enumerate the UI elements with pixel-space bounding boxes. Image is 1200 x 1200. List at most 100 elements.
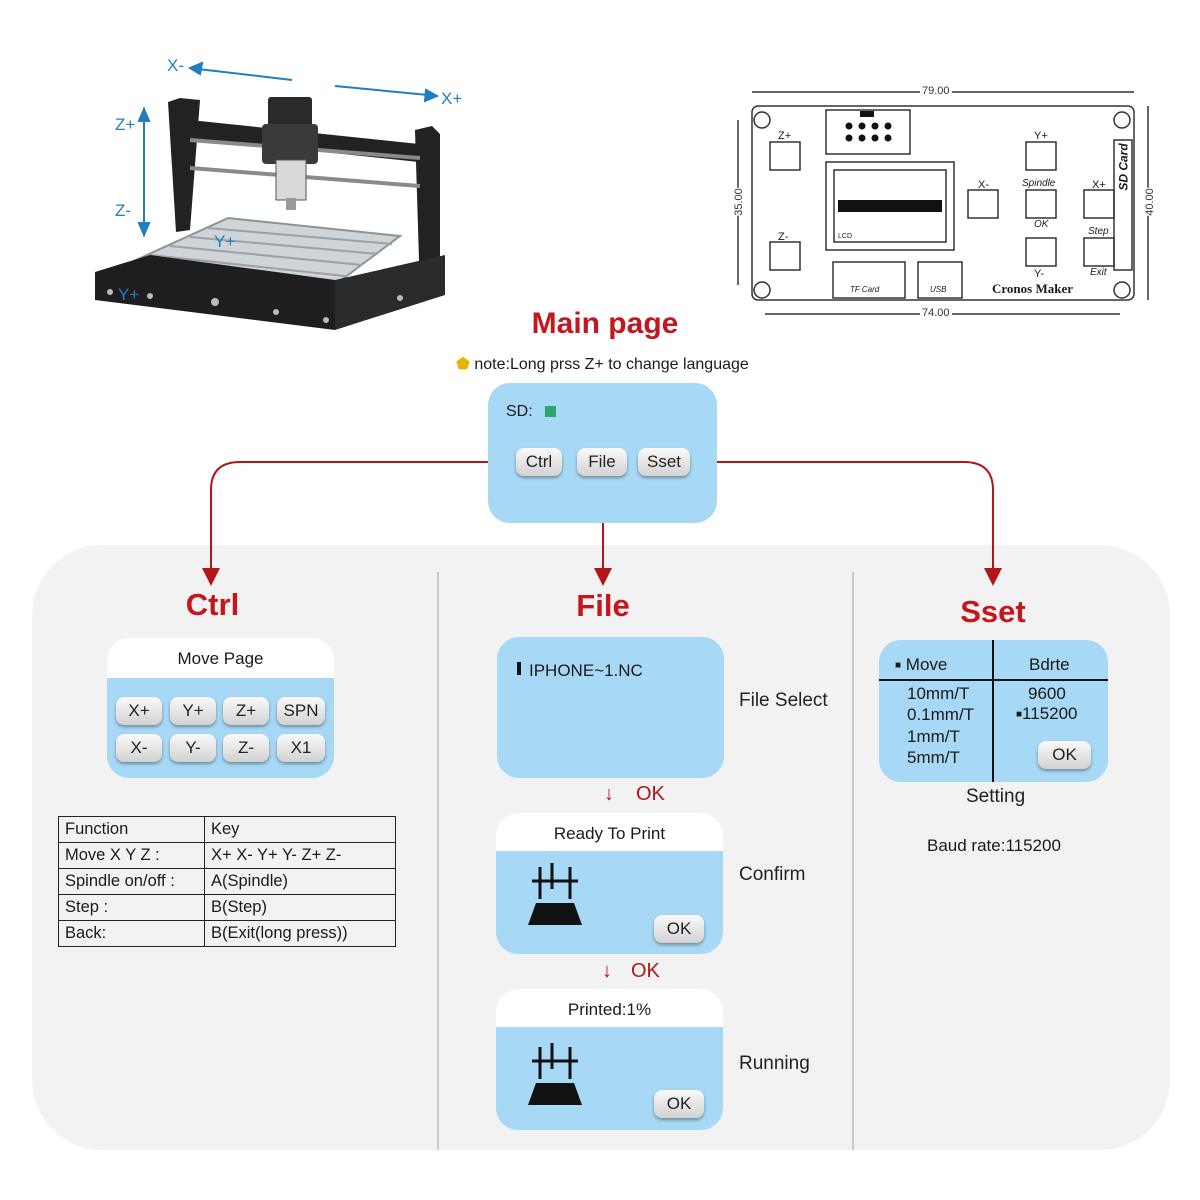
table-row: Spindle on/off : A(Spindle) xyxy=(58,868,396,895)
confirm-lcd: Ready To Print OK xyxy=(496,813,723,954)
language-note: ⬟ note:Long prss Z+ to change language xyxy=(456,354,749,374)
move-option[interactable]: 0.1mm/T xyxy=(907,705,975,724)
board-key-ok: OK xyxy=(1034,219,1049,230)
ok-step-label: OK xyxy=(631,960,660,982)
table-cell: Move X Y Z : xyxy=(58,842,205,869)
board-key-spindle: Spindle xyxy=(1022,178,1056,189)
file-button[interactable]: File xyxy=(577,448,627,476)
board-key-x-minus: X- xyxy=(978,179,989,191)
running-lcd: Printed:1% OK xyxy=(496,989,723,1130)
step-size-button[interactable]: X1 xyxy=(277,734,325,762)
sd-status-indicator xyxy=(545,406,556,417)
axis-label-z-minus: Z- xyxy=(115,201,132,220)
move-option[interactable]: 10mm/T xyxy=(907,684,970,703)
board-key-y-plus: Y+ xyxy=(1034,130,1048,142)
table-row: Move X Y Z : X+ X- Y+ Y- Z+ Z- xyxy=(58,842,396,869)
spindle-button[interactable]: SPN xyxy=(277,697,325,725)
baud-rate-note: Baud rate:115200 xyxy=(927,836,1061,855)
axis-label-z-plus: Z+ xyxy=(115,115,136,134)
table-cell: Step : xyxy=(58,894,205,921)
file-title: File xyxy=(576,588,630,623)
sd-label: SD: xyxy=(506,403,533,420)
selected-marker-icon: ■ xyxy=(895,660,902,671)
running-label: Running xyxy=(739,1053,810,1074)
board-dim-top: 79.00 xyxy=(920,85,952,97)
settings-column-divider xyxy=(992,640,994,782)
running-ok-button[interactable]: OK xyxy=(654,1090,704,1118)
board-usb-label: USB xyxy=(930,285,947,294)
baud-rate-header: Bdrte xyxy=(1029,655,1070,674)
section-divider-left xyxy=(437,572,439,1150)
table-cell: A(Spindle) xyxy=(204,868,396,895)
table-cell: Back: xyxy=(58,920,205,947)
axis-label-x-minus: X- xyxy=(167,56,184,75)
move-y-minus-button[interactable]: Y- xyxy=(170,734,216,762)
control-board-drawing xyxy=(737,91,1149,315)
running-title: Printed:1% xyxy=(496,989,723,1027)
move-x-minus-button[interactable]: X- xyxy=(116,734,162,762)
board-brand-label: Cronos Maker xyxy=(992,281,1074,296)
table-cell: B(Step) xyxy=(204,894,396,921)
board-lcd-label: LCD xyxy=(838,233,853,240)
table-cell: B(Exit(long press)) xyxy=(204,920,396,947)
settings-header-divider xyxy=(879,679,1108,681)
ctrl-button[interactable]: Ctrl xyxy=(516,448,562,476)
move-y-plus-button[interactable]: Y+ xyxy=(170,697,216,725)
axis-label-y-plus-back: Y+ xyxy=(214,232,236,251)
board-key-step: Step xyxy=(1088,226,1109,237)
confirm-label: Confirm xyxy=(739,864,806,885)
baud-option[interactable]: 9600 xyxy=(1028,684,1066,703)
sset-button[interactable]: Sset xyxy=(638,448,690,476)
table-row: Back: B(Exit(long press)) xyxy=(58,920,396,947)
board-key-x-plus: X+ xyxy=(1092,179,1106,191)
ctrl-title: Ctrl xyxy=(185,587,240,622)
setting-label: Setting xyxy=(966,786,1026,807)
table-header-key: Key xyxy=(204,816,396,843)
table-row: Step : B(Step) xyxy=(58,894,396,921)
table-header-function: Function xyxy=(58,816,205,843)
board-key-exit: Exit xyxy=(1090,267,1107,278)
ok-step-label: OK xyxy=(636,783,665,805)
cnc-tool-icon xyxy=(528,1043,582,1105)
star-icon: ⬟ xyxy=(456,356,470,373)
key-function-table: Function Key Move X Y Z : X+ X- Y+ Y- Z+… xyxy=(58,816,396,947)
move-x-plus-button[interactable]: X+ xyxy=(116,697,162,725)
board-key-y-minus: Y- xyxy=(1034,268,1044,280)
move-step-header-text: Move xyxy=(905,655,948,674)
settings-ok-button[interactable]: OK xyxy=(1038,741,1091,769)
axis-label-y-plus-front: Y+ xyxy=(118,285,140,304)
file-cursor-icon xyxy=(517,662,521,675)
settings-lcd: ■ Move Bdrte 10mm/T 0.1mm/T 1mm/T 5mm/T … xyxy=(879,640,1108,782)
confirm-title: Ready To Print xyxy=(496,813,723,851)
move-z-plus-button[interactable]: Z+ xyxy=(223,697,269,725)
section-divider-right xyxy=(852,572,854,1150)
file-select-label: File Select xyxy=(739,690,828,711)
move-step-header: ■ Move xyxy=(895,655,947,675)
cnc-machine-illustration xyxy=(95,61,445,330)
move-z-minus-button[interactable]: Z- xyxy=(223,734,269,762)
language-note-text: note:Long prss Z+ to change language xyxy=(474,356,749,373)
table-cell: Spindle on/off : xyxy=(58,868,205,895)
board-tf-label: TF Card xyxy=(850,285,880,294)
axis-label-x-plus: X+ xyxy=(441,89,463,108)
move-page-lcd: Move Page X+ Y+ Z+ SPN X- Y- Z- X1 xyxy=(107,638,334,778)
selected-marker-icon: ■ xyxy=(1016,709,1023,720)
page-title: Main page xyxy=(531,307,679,340)
board-key-z-plus: Z+ xyxy=(778,130,792,142)
baud-option-text: 115200 xyxy=(1022,704,1078,723)
file-select-lcd: IPHONE~1.NC xyxy=(497,637,724,778)
down-arrow-icon: ↓ xyxy=(602,960,612,982)
confirm-ok-button[interactable]: OK xyxy=(654,915,704,943)
file-list-item[interactable]: IPHONE~1.NC xyxy=(529,661,643,680)
move-page-title: Move Page xyxy=(107,638,334,678)
table-cell: X+ X- Y+ Y- Z+ Z- xyxy=(204,842,396,869)
move-option[interactable]: 5mm/T xyxy=(907,748,960,767)
sset-title: Sset xyxy=(960,594,1026,629)
board-key-z-minus: Z- xyxy=(778,231,789,243)
main-page-lcd: SD: Ctrl File Sset xyxy=(488,383,717,523)
move-option[interactable]: 1mm/T xyxy=(907,727,960,746)
baud-option-selected[interactable]: ■115200 xyxy=(1016,704,1078,724)
cnc-tool-icon xyxy=(528,863,582,925)
board-dim-bottom: 74.00 xyxy=(920,307,952,319)
table-header-row: Function Key xyxy=(58,816,396,843)
